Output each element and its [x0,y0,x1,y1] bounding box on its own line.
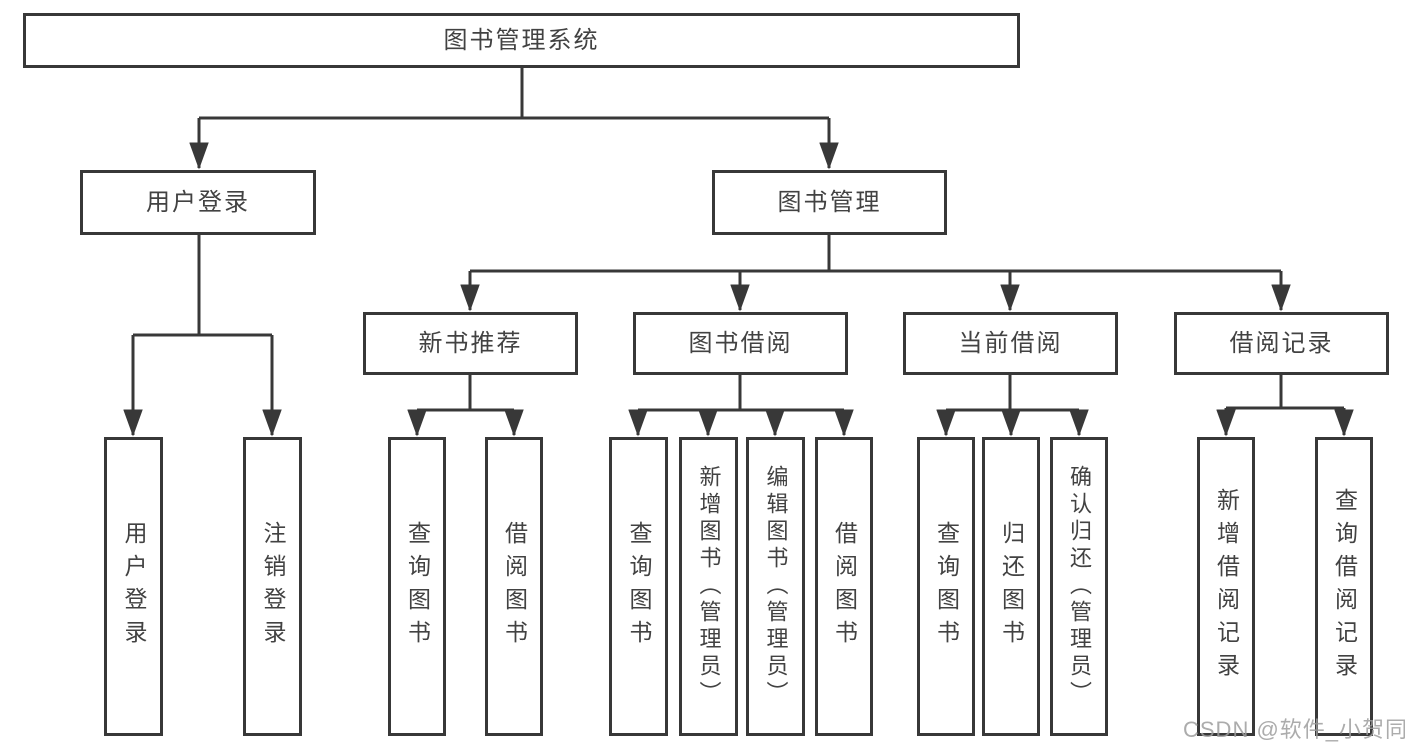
leaf-user-login: 用户登录 [104,437,163,736]
node-borrowing-records: 借阅记录 [1174,312,1389,375]
node-user-login: 用户登录 [80,170,316,235]
node-label: 查询借阅记录 [1331,487,1358,686]
leaf-borrow-books-borrowing: 借阅图书 [815,437,873,736]
node-label: 借阅记录 [1229,329,1334,357]
node-book-borrowing: 图书借阅 [633,312,848,375]
leaf-query-books-recommend: 查询图书 [388,437,446,736]
rail-user-login [133,235,272,337]
leaf-logout-login: 注销登录 [243,437,302,736]
node-new-book-recommend: 新书推荐 [363,312,578,375]
connector-rails [133,68,1344,412]
node-label: 归还图书 [998,520,1025,653]
rail-book-borrowing [638,375,844,412]
rail-borrowing-records [1226,375,1344,410]
node-book-management: 图书管理 [712,170,947,235]
node-label: 图书管理 [777,188,882,216]
leaf-add-borrow-record: 新增借阅记录 [1197,437,1255,736]
node-label: 图书借阅 [688,329,793,357]
rail-root [199,68,829,120]
node-label: 用户登录 [146,188,250,216]
leaf-return-books: 归还图书 [982,437,1040,736]
node-root: 图书管理系统 [23,13,1020,68]
node-label: 注销登录 [260,520,286,653]
node-label: 查询图书 [626,520,652,653]
node-label: 用户登录 [121,520,147,653]
leaf-query-borrow-record: 查询借阅记录 [1315,437,1373,736]
arrowheads [123,118,1354,437]
rail-new-book-recommend [417,375,514,412]
node-label: 借阅图书 [831,520,858,653]
node-label: 当前借阅 [958,329,1063,357]
leaf-confirm-return-admin: 确认归还（管理员） [1050,437,1108,736]
csdn-watermark: CSDN @软件_小贺同学 [1183,717,1405,742]
node-label: 新增借阅记录 [1213,487,1240,686]
leaf-add-books-admin: 新增图书（管理员） [679,437,738,736]
rail-book-management [470,235,1281,273]
leaf-query-books-borrowing: 查询图书 [609,437,668,736]
rail-current-borrowing [946,375,1079,412]
node-label: 新书推荐 [418,329,523,357]
node-label: 查询图书 [933,520,960,653]
leaf-edit-books-admin: 编辑图书（管理员） [746,437,805,736]
node-label: 图书管理系统 [443,26,600,54]
node-label: 查询图书 [404,520,431,653]
leaf-borrow-books-recommend: 借阅图书 [485,437,543,736]
node-label: 新增图书（管理员） [696,465,722,708]
node-current-borrowing: 当前借阅 [903,312,1118,375]
leaf-query-books-current: 查询图书 [917,437,975,736]
node-label: 确认归还（管理员） [1067,465,1092,708]
node-label: 借阅图书 [501,520,528,653]
node-label: 编辑图书（管理员） [763,465,789,708]
